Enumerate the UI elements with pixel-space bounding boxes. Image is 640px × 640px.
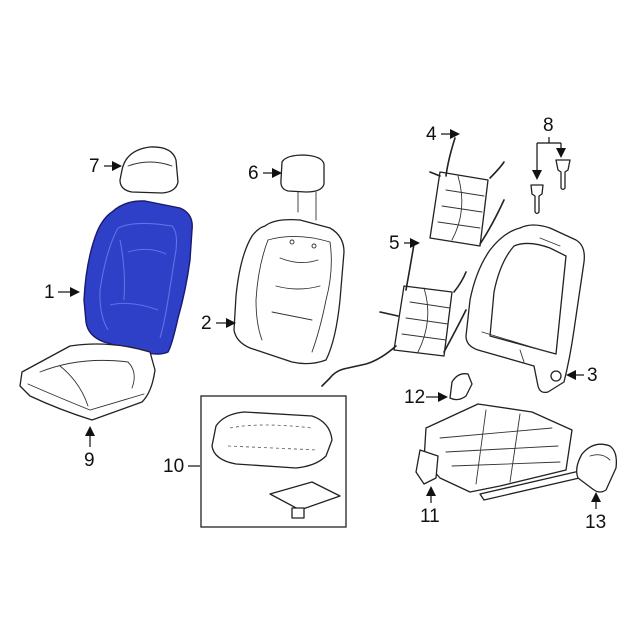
- part-3-seat-back-frame[interactable]: [465, 224, 585, 394]
- cushion-kit-pad: [211, 411, 333, 469]
- seat-track-crossbars: [439, 409, 561, 485]
- arrow-4: [450, 129, 460, 139]
- callout-1: 1: [44, 282, 80, 303]
- pad-hole-1: [289, 239, 295, 245]
- cushion-kit-box: [200, 395, 347, 528]
- part-8-headrest-guides[interactable]: [530, 159, 571, 215]
- arrow-5: [410, 238, 420, 248]
- side-shield-detail: [589, 454, 611, 461]
- lower-support-mat-grid: [401, 287, 451, 353]
- part-7-headrest-cover[interactable]: [119, 146, 179, 194]
- leader-8: [536, 137, 562, 172]
- callout-2: 2: [201, 313, 236, 334]
- frame-recliner-knob: [550, 370, 562, 382]
- seat-cushion-cover-seam: [27, 359, 145, 411]
- seat-track-bracket: [415, 449, 439, 485]
- seat-back-cover-panel: [109, 248, 167, 311]
- seat-back-frame-detail: [481, 237, 561, 363]
- headrest-shape: [280, 154, 325, 193]
- arrow-8a: [532, 170, 542, 180]
- callout-8: 8: [532, 115, 566, 180]
- callout-label-9: 9: [84, 450, 95, 471]
- callout-12: 12: [404, 387, 448, 408]
- arrow-11: [426, 486, 436, 496]
- guide-left: [530, 184, 544, 215]
- part-4-upper-support-mat[interactable]: [429, 137, 505, 247]
- callout-4: 4: [426, 124, 460, 145]
- callout-label-13: 13: [585, 512, 606, 533]
- lower-support-mat-shape: [393, 285, 453, 357]
- seat-back-frame-inner: [489, 242, 567, 355]
- part-11-seat-track[interactable]: [415, 403, 589, 501]
- lower-support-mat-cable: [321, 345, 397, 387]
- part-6-headrest[interactable]: [280, 154, 325, 221]
- headrest-cover-shape: [119, 146, 179, 194]
- part-13-side-shield[interactable]: [576, 443, 618, 493]
- callout-label-10: 10: [163, 456, 184, 477]
- arrow-7: [112, 161, 122, 171]
- cushion-kit-pad-detail: [227, 424, 319, 451]
- seat-back-pad-contour: [255, 236, 332, 353]
- guide-right: [555, 159, 571, 191]
- seat-back-pad-channels: [271, 257, 321, 321]
- part-12-trim-cap[interactable]: [449, 373, 473, 401]
- headrest-posts: [297, 191, 317, 221]
- part-1-seat-back-cover[interactable]: [83, 200, 193, 355]
- callout-label-12: 12: [404, 387, 425, 408]
- upper-support-mat-wires: [429, 137, 505, 245]
- part-10-cushion-kit[interactable]: [200, 395, 347, 528]
- callout-label-6: 6: [248, 163, 259, 184]
- callout-5: 5: [389, 233, 420, 254]
- arrow-1: [70, 287, 80, 297]
- callout-label-2: 2: [201, 313, 212, 334]
- callout-label-3: 3: [587, 365, 598, 386]
- arrow-3: [566, 370, 576, 380]
- callout-11: 11: [420, 486, 440, 527]
- callout-3: 3: [566, 365, 598, 386]
- callout-label-5: 5: [389, 233, 400, 254]
- cushion-kit-clip: [291, 507, 305, 519]
- seat-back-pad-shape: [233, 218, 345, 365]
- part-2-seat-back-pad[interactable]: [233, 218, 345, 365]
- trim-cap-shape: [449, 373, 473, 401]
- part-9-seat-cushion-cover[interactable]: [19, 343, 156, 421]
- side-shield-shape: [576, 443, 618, 493]
- cushion-kit-tray: [269, 481, 341, 511]
- callout-13: 13: [585, 492, 606, 533]
- arrow-6: [272, 168, 282, 178]
- callout-label-8: 8: [543, 115, 554, 136]
- arrow-13: [591, 492, 601, 502]
- callout-label-4: 4: [426, 124, 437, 145]
- callout-9: 9: [84, 426, 95, 471]
- pad-hole-2: [311, 243, 317, 249]
- arrow-12: [438, 392, 448, 402]
- arrow-2: [226, 318, 236, 328]
- callout-6: 6: [248, 163, 282, 184]
- callout-7: 7: [89, 156, 122, 177]
- callout-10: 10: [163, 456, 200, 477]
- arrow-9: [85, 426, 95, 436]
- part-5-lower-support-mat[interactable]: [321, 243, 467, 387]
- callout-label-11: 11: [420, 506, 440, 527]
- arrow-8b: [556, 148, 566, 158]
- upper-support-mat-grid: [437, 175, 485, 241]
- seat-back-cover-seam: [99, 222, 178, 339]
- callout-label-7: 7: [89, 156, 100, 177]
- lower-support-mat-wires: [379, 243, 467, 353]
- callout-label-1: 1: [44, 282, 55, 303]
- headrest-cover-seam: [127, 161, 173, 167]
